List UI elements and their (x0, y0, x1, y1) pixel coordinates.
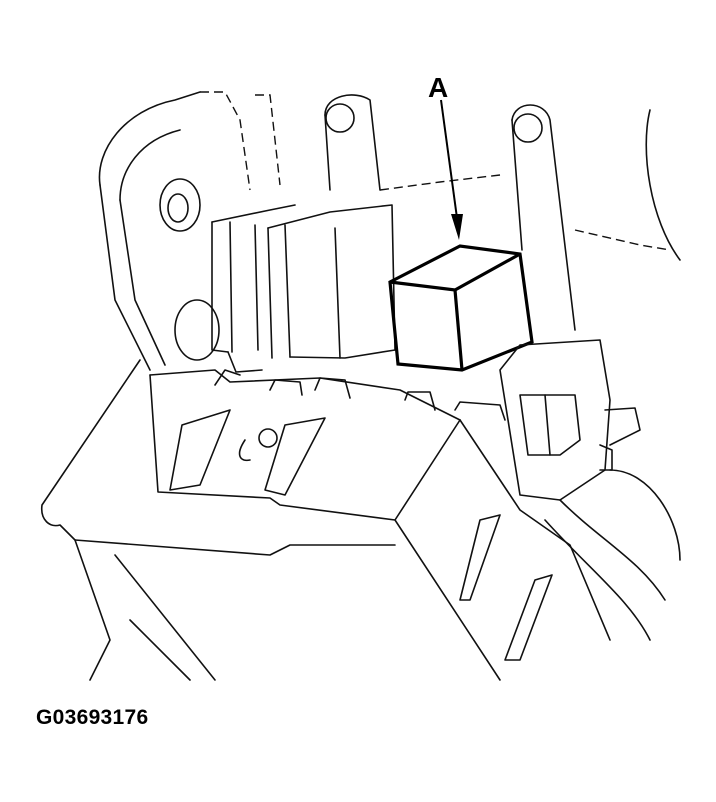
mounting-posts (324, 94, 681, 331)
relay-box (149, 369, 611, 681)
relay-left-2 (267, 204, 396, 359)
wiring-harness (544, 469, 681, 641)
relay-a (388, 244, 534, 372)
harness-connector (499, 339, 641, 501)
mounting-bracket (98, 91, 281, 371)
callout-label-a: A (428, 72, 449, 103)
callout-arrow (440, 99, 463, 240)
relay-left-1 (211, 204, 296, 373)
mounting-plate (40, 359, 396, 681)
figure-id: G03693176 (36, 706, 149, 729)
